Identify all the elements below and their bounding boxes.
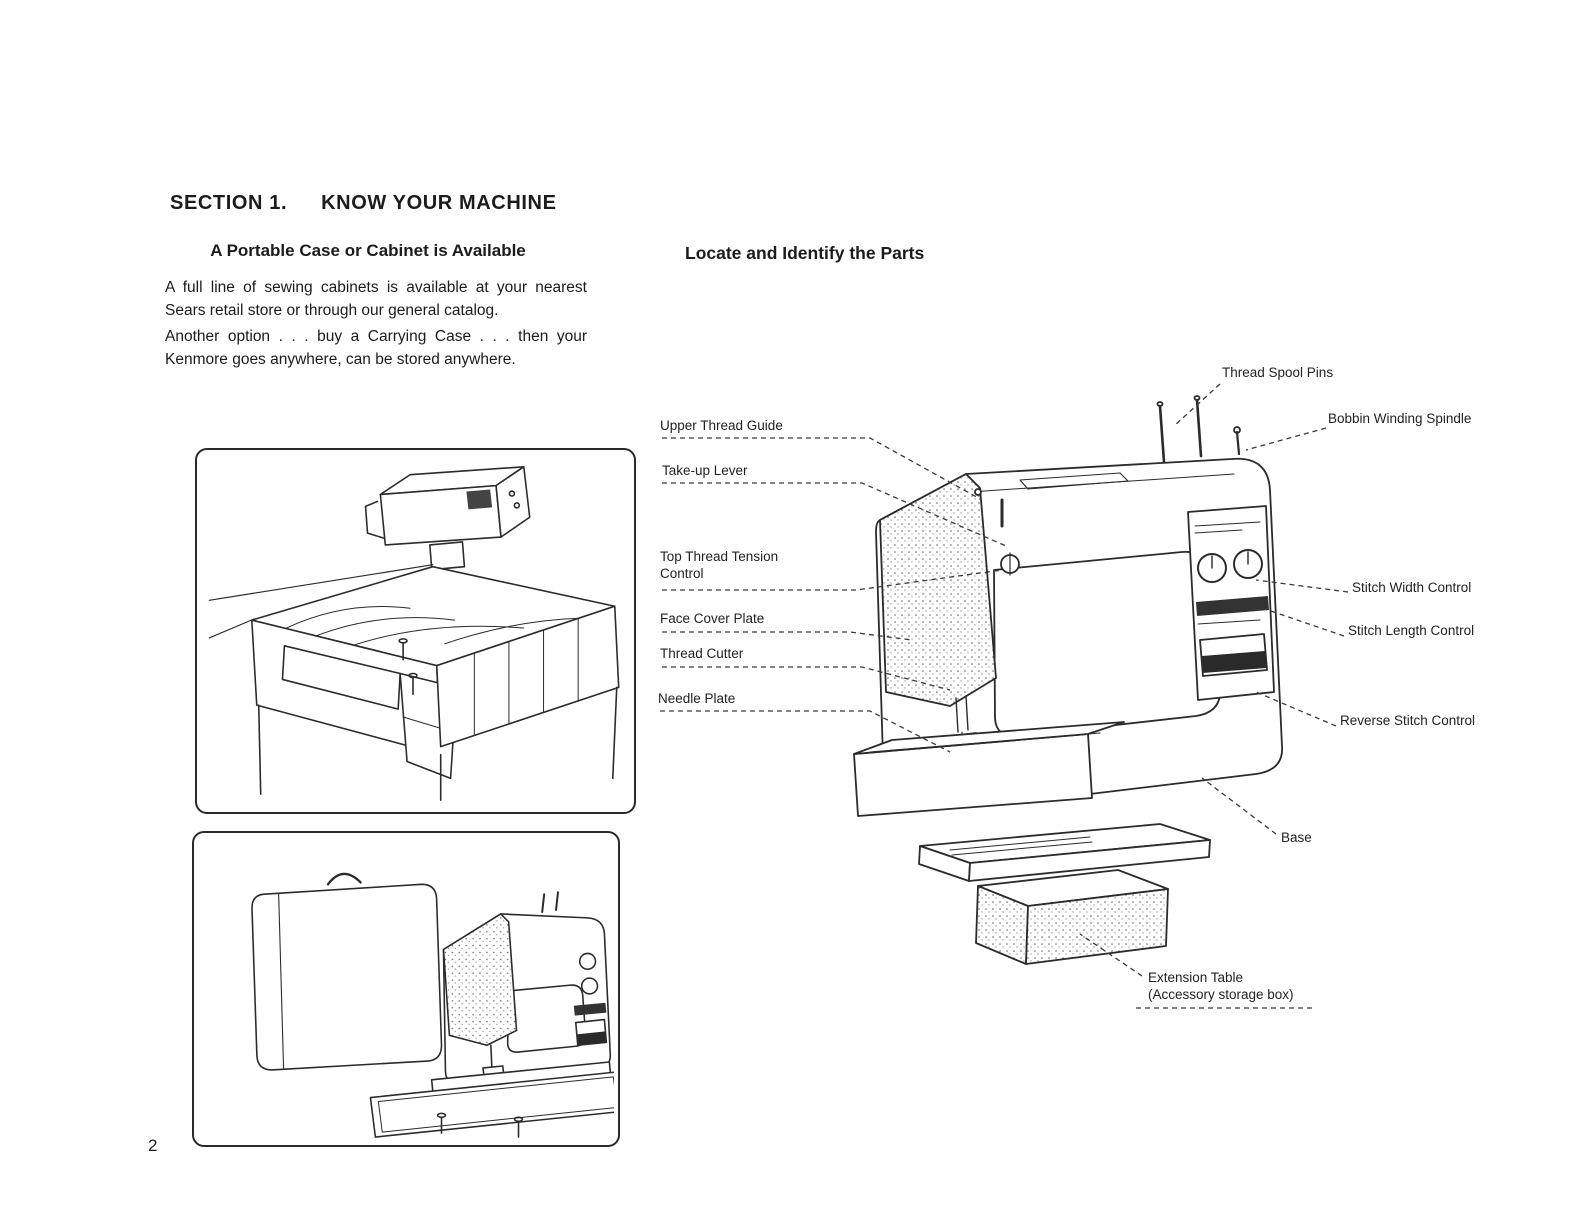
label-reverse-stitch-control: Reverse Stitch Control (1340, 713, 1476, 728)
left-column-heading: A Portable Case or Cabinet is Available (210, 241, 526, 260)
leader-lines (660, 383, 1349, 1009)
label-face-cover-plate: Face Cover Plate (660, 611, 765, 626)
label-top-thread-tension-control: Top Thread Tension Control (660, 549, 779, 581)
label-needle-plate: Needle Plate (658, 691, 736, 706)
label-stitch-width-control: Stitch Width Control (1352, 580, 1472, 595)
label-bobbin-winding-spindle: Bobbin Winding Spindle (1328, 411, 1472, 426)
label-extension-table-line2: (Accessory storage box) (1148, 986, 1294, 1002)
label-thread-cutter: Thread Cutter (660, 646, 744, 661)
parts-heading: Locate and Identify the Parts (685, 243, 925, 263)
paragraph-carrying-case: Another option . . . buy a Carrying Case… (165, 327, 587, 368)
label-stitch-length-control: Stitch Length Control (1348, 623, 1475, 638)
label-upper-thread-guide: Upper Thread Guide (660, 418, 783, 433)
carrying-case-illustration (192, 831, 620, 1147)
label-thread-spool-pins: Thread Spool Pins (1222, 365, 1334, 380)
label-extension-table: Extension Table (Accessory storage box) (1148, 970, 1294, 1004)
paragraph-cabinets: A full line of sewing cabinets is availa… (165, 279, 587, 320)
cabinet-drawing (208, 466, 620, 801)
sewing-machine-diagram: Upper Thread Guide Take-up Lever Top Thr… (620, 340, 1572, 1040)
carrying-case-drawing (251, 872, 614, 1138)
label-base: Base (1281, 830, 1312, 845)
section-name: KNOW YOUR MACHINE (321, 192, 557, 214)
left-column-text: A full line of sewing cabinets is availa… (165, 276, 587, 373)
page-number: 2 (148, 1136, 158, 1155)
section-number: SECTION 1. (170, 192, 288, 214)
cabinet-illustration (195, 448, 636, 814)
label-extension-table-line1: Extension Table (1148, 970, 1244, 985)
label-take-up-lever: Take-up Lever (662, 463, 748, 478)
section-title: SECTION 1. KNOW YOUR MACHINE (170, 192, 557, 215)
sewing-machine-drawing (660, 383, 1349, 1009)
